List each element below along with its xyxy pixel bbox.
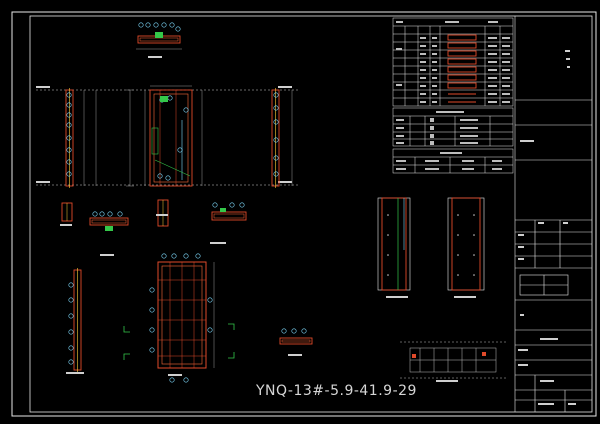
central-column-tag (160, 96, 168, 102)
elevation-level-lines (36, 89, 300, 186)
right-wall-bubbles (273, 92, 279, 177)
lower-wall-detail (66, 268, 84, 374)
wall-panel-elevation-left (377, 197, 411, 298)
embedded-parts-marks (396, 111, 478, 145)
rebar-schedule-table (392, 17, 514, 107)
left-wall-elevation (65, 88, 97, 188)
connection-detail (279, 337, 313, 356)
section-detail-4 (210, 208, 247, 244)
level-markers (36, 86, 292, 183)
section-detail-bubbles (92, 202, 245, 217)
title-block-text-marks (518, 50, 576, 405)
reinforcement-cage-plan (157, 261, 215, 376)
embedded-parts-table (392, 107, 514, 147)
middle-dimension-lines (126, 89, 146, 187)
panel-rebar-dots (387, 214, 475, 276)
drawing-border (11, 11, 597, 417)
central-column-elevation (149, 85, 203, 187)
top-beam-section (136, 32, 182, 58)
top-beam-bubbles (138, 22, 181, 32)
cage-bubbles (149, 253, 213, 383)
corner-brackets (123, 323, 235, 360)
title-block (514, 16, 592, 412)
key-plan (400, 341, 506, 382)
key-plan-highlight (412, 352, 486, 358)
connection-bubbles (281, 328, 307, 334)
left-wall-bubbles (66, 92, 72, 177)
lower-wall-bubbles (68, 282, 74, 365)
material-summary-table (392, 148, 514, 174)
central-column-bubbles (157, 95, 189, 181)
section-detail-1 (60, 202, 73, 226)
material-summary-marks (396, 152, 502, 170)
inner-border (29, 15, 593, 413)
section-detail-2 (89, 217, 129, 256)
schedule-cell-marks (396, 21, 510, 103)
section-detail-3 (156, 199, 169, 227)
wall-panel-elevation-right (447, 197, 485, 298)
drawing-id-caption: YNQ-13#-5.9-41.9-29 (256, 383, 417, 399)
rebar-shape-sketches (447, 34, 477, 103)
